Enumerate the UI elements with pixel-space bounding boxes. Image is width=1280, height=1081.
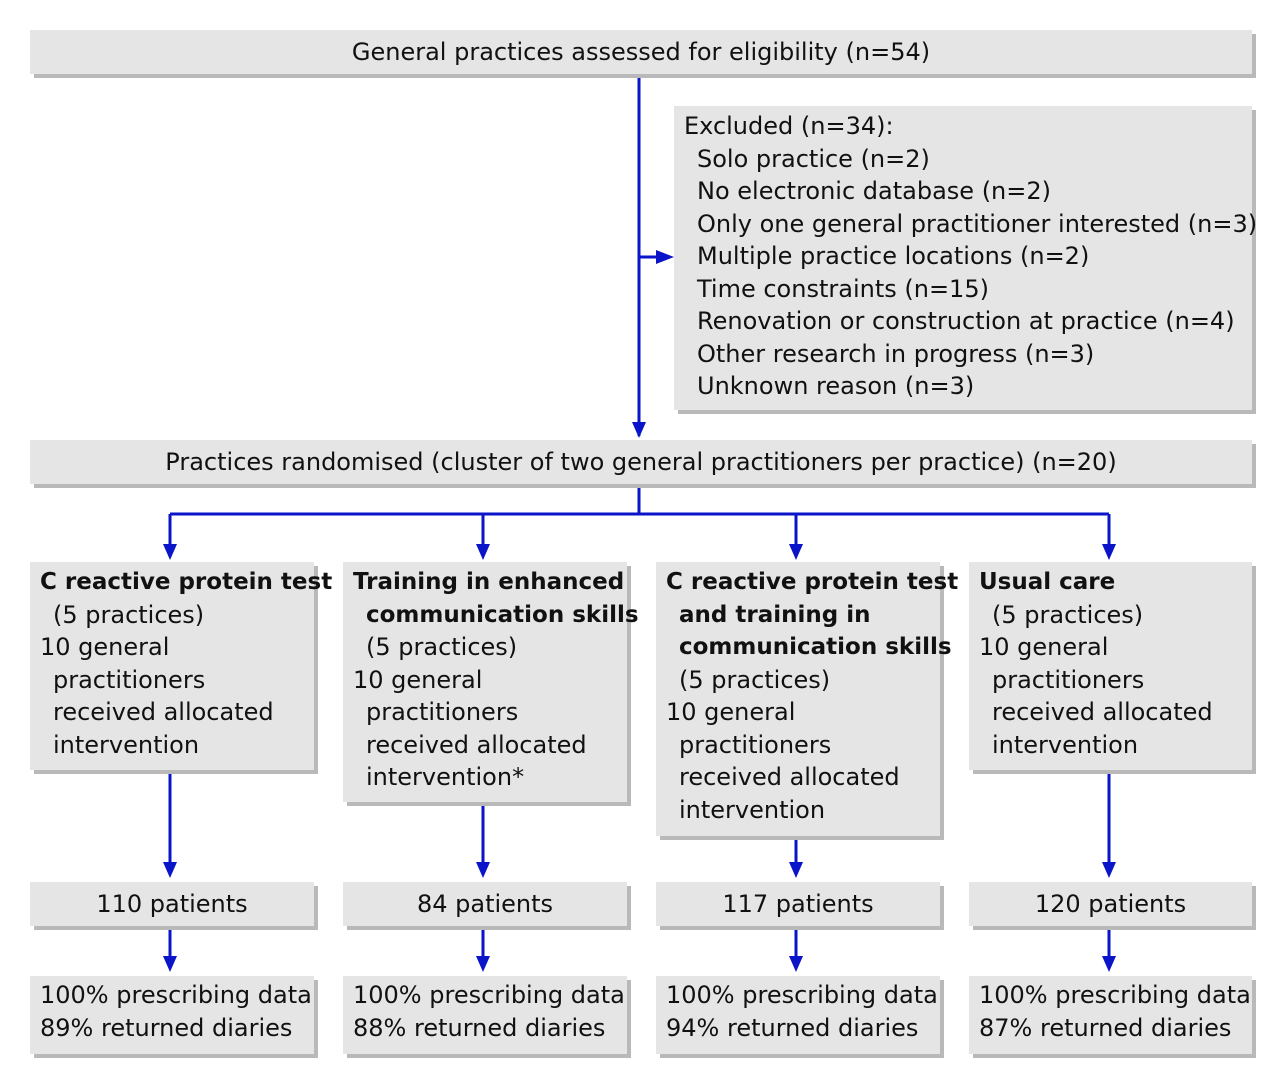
- outcome-box: 100% prescribing data 89% returned diari…: [30, 976, 314, 1054]
- excluded-item: Only one general practitioner interested…: [697, 209, 1258, 238]
- arm-practices: (5 practices): [53, 600, 205, 629]
- patients-count: 84 patients: [416, 890, 554, 918]
- excluded-item: Unknown reason (n=3): [697, 372, 975, 400]
- arm-gp: received allocated: [679, 763, 900, 791]
- eligibility-box: General practices assessed for eligibili…: [30, 30, 1252, 74]
- arm-title: C reactive protein test: [40, 569, 333, 595]
- patients-count: 110 patients: [96, 890, 248, 918]
- outcome-diaries: 94% returned diaries: [666, 1013, 919, 1042]
- arm-gp: intervention: [992, 730, 1139, 759]
- arm-gp: 10 general: [353, 665, 483, 694]
- outcome-box: 100% prescribing data 94% returned diari…: [656, 976, 940, 1054]
- arm-gp: intervention: [679, 795, 826, 824]
- arm-gp: 10 general: [979, 633, 1109, 661]
- patients-box: 120 patients: [969, 882, 1252, 926]
- patients-count: 120 patients: [1034, 890, 1187, 918]
- outcome-diaries: 89% returned diaries: [40, 1013, 293, 1042]
- excluded-title: Excluded (n=34):: [684, 112, 894, 140]
- excluded-item: Time constraints (n=15): [697, 274, 989, 303]
- outcome-diaries: 87% returned diaries: [979, 1013, 1232, 1042]
- arm-box-crp: C reactive protein test (5 practices) 10…: [30, 562, 333, 770]
- excluded-box: Excluded (n=34): Solo practice (n=2) No …: [674, 106, 1258, 410]
- outcome-prescribing: 100% prescribing data: [353, 981, 625, 1009]
- arm-gp: 10 general: [40, 633, 170, 661]
- arm-gp: 10 general: [666, 698, 796, 726]
- randomised-box: Practices randomised (cluster of two gen…: [30, 440, 1252, 484]
- arm-title: Usual care: [979, 569, 1116, 595]
- patients-count: 117 patients: [722, 890, 874, 918]
- arm-gp: practitioners: [679, 730, 832, 759]
- arm-gp: received allocated: [53, 698, 274, 726]
- arm-title: communication skills: [366, 601, 639, 628]
- outcome-prescribing: 100% prescribing data: [40, 981, 312, 1009]
- excluded-item: No electronic database (n=2): [697, 177, 1052, 205]
- outcome-box: 100% prescribing data 88% returned diari…: [343, 976, 627, 1054]
- arm-title: communication skills: [679, 634, 952, 660]
- arm-practices: (5 practices): [992, 600, 1144, 629]
- arm-gp: practitioners: [53, 665, 206, 694]
- outcome-box: 100% prescribing data 87% returned diari…: [969, 976, 1252, 1054]
- arm-gp: practitioners: [366, 698, 519, 726]
- arm-title: and training in: [679, 601, 871, 628]
- arm-box-crp-and-training: C reactive protein test and training in …: [656, 562, 959, 836]
- eligibility-text: General practices assessed for eligibili…: [351, 38, 931, 66]
- patients-box: 84 patients: [343, 882, 627, 926]
- arm-gp: intervention*: [366, 763, 525, 791]
- patients-box: 117 patients: [656, 882, 940, 926]
- outcome-diaries: 88% returned diaries: [353, 1013, 606, 1042]
- arm-gp: practitioners: [992, 665, 1145, 694]
- patients-box: 110 patients: [30, 882, 314, 926]
- arm-gp: intervention: [53, 730, 200, 759]
- arm-box-usual-care: Usual care (5 practices) 10 general prac…: [969, 562, 1252, 770]
- arm-title: Training in enhanced: [353, 569, 625, 595]
- excluded-item: Renovation or construction at practice (…: [697, 307, 1235, 335]
- excluded-item: Other research in progress (n=3): [697, 339, 1095, 368]
- arm-box-training: Training in enhanced communication skill…: [343, 562, 639, 802]
- excluded-item: Multiple practice locations (n=2): [697, 242, 1090, 270]
- arm-practices: (5 practices): [366, 633, 518, 661]
- randomised-text: Practices randomised (cluster of two gen…: [165, 448, 1117, 476]
- excluded-item: Solo practice (n=2): [697, 144, 930, 173]
- arm-gp: received allocated: [366, 730, 587, 759]
- arm-title: C reactive protein test: [666, 569, 959, 595]
- outcome-prescribing: 100% prescribing data: [666, 981, 938, 1009]
- outcome-prescribing: 100% prescribing data: [979, 981, 1251, 1009]
- arm-practices: (5 practices): [679, 665, 831, 694]
- arm-gp: received allocated: [992, 698, 1213, 726]
